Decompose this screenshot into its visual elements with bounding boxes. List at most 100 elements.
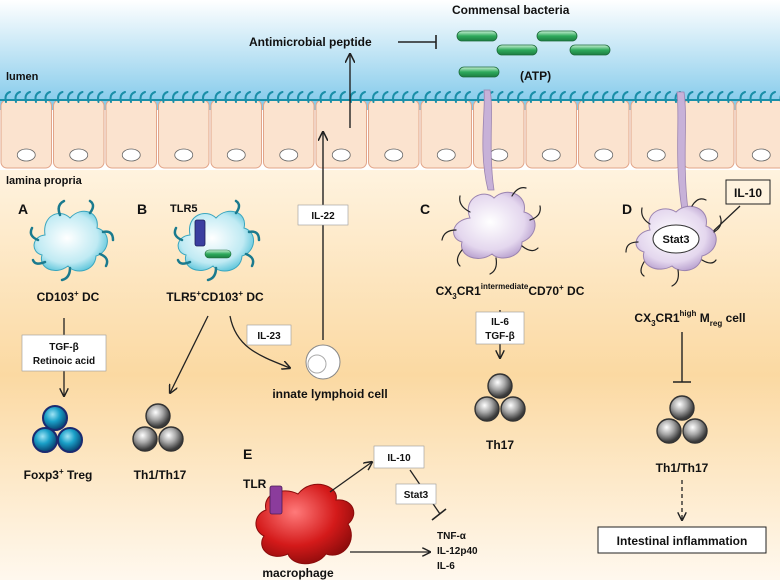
il22-label: IL-22 — [311, 211, 335, 222]
microvilli — [582, 91, 629, 103]
tlr5-cd103-dc-cell — [173, 199, 261, 282]
atp-label: (ATP) — [520, 69, 551, 83]
internalized-bacterium — [204, 249, 232, 259]
th-cell — [669, 395, 695, 421]
innate-lymphoid-cell-label: innate lymphoid cell — [272, 387, 387, 401]
epithelial-nucleus — [331, 148, 351, 162]
microvilli — [687, 91, 734, 103]
epithelial-nucleus — [16, 148, 36, 162]
epithelial-nucleus — [751, 148, 771, 162]
panel-d-il10-label: IL-10 — [734, 186, 762, 200]
panel-d-letter: D — [622, 201, 632, 217]
microvilli — [739, 91, 780, 103]
lumen-label: lumen — [6, 71, 39, 83]
microvilli — [319, 91, 366, 103]
epithelial-nucleus — [279, 148, 299, 162]
panel-e-il12p40: IL-12p40 — [437, 546, 478, 557]
tlr-receptor — [269, 485, 283, 515]
epithelial-nucleus — [121, 148, 141, 162]
microvilli — [57, 91, 104, 103]
panel-d-stat3-label: Stat3 — [663, 234, 690, 246]
epithelial-nucleus — [541, 148, 561, 162]
treg-cell — [42, 405, 68, 431]
epithelial-nucleus — [436, 148, 456, 162]
microvilli — [214, 91, 261, 103]
lumen-region — [0, 0, 780, 110]
panel-b-letter: B — [137, 201, 147, 217]
th-cell — [682, 418, 708, 444]
panel-e-il10-box — [373, 445, 425, 469]
bacterium — [536, 30, 578, 42]
intestinal-inflammation-box — [597, 526, 767, 554]
microvilli — [372, 91, 419, 103]
panel-a-letter: A — [18, 201, 28, 217]
panel-e-stat3-label: Stat3 — [404, 490, 429, 501]
epithelial-nucleus — [226, 148, 246, 162]
tlr5-label: TLR5 — [170, 203, 198, 215]
bacterium — [569, 44, 611, 56]
tlr5-receptor — [194, 219, 206, 247]
microvilli — [162, 91, 209, 103]
epithelial-nucleus — [699, 148, 719, 162]
foxp3-treg-cluster — [32, 405, 83, 453]
th-cell — [132, 426, 158, 452]
panel-c-letter: C — [420, 201, 430, 217]
panel-d-th-cluster — [656, 395, 708, 444]
microvilli — [634, 91, 681, 103]
il23-label: IL-23 — [257, 331, 281, 342]
macrophage-label: macrophage — [262, 566, 334, 580]
epithelial-nucleus — [594, 148, 614, 162]
epithelial-nucleus — [646, 148, 666, 162]
innate-lymphoid-cell — [305, 344, 341, 380]
treg-cell — [57, 427, 83, 453]
cd103-dc-cell — [29, 199, 115, 282]
cd103-dc-label: CD103+ DC — [37, 289, 100, 304]
foxp3-treg-label: Foxp3+ Treg — [24, 467, 93, 482]
cx3cr1-high-mreg-cell — [625, 91, 722, 287]
panel-a-factor-tgfb: TGF-β — [49, 342, 78, 353]
antimicrobial-peptide-label: Antimicrobial peptide — [249, 35, 372, 49]
panel-e-inhibition-bar — [431, 508, 447, 521]
commensal-bacteria-group — [456, 30, 611, 78]
panel-a-factor-retinoic-acid: Retinoic acid — [33, 356, 95, 367]
panel-e-stat3-box — [395, 483, 437, 505]
bacterium — [456, 30, 498, 42]
epithelial-nucleus — [384, 148, 404, 162]
panel-e-tlr-label: TLR — [243, 477, 267, 491]
panel-e-il6: IL-6 — [437, 561, 455, 572]
panel-d-th-label: Th1/Th17 — [656, 461, 709, 475]
panel-e-il10-label: IL-10 — [387, 453, 411, 464]
cx3cr1-intermediate-dc-label: CX3CR1intermediateCD70+ DC — [436, 282, 585, 301]
commensal-bacteria-label: Commensal bacteria — [452, 3, 570, 17]
panel-c-factor-tgfb: TGF-β — [485, 331, 514, 342]
microvilli — [109, 91, 156, 103]
panel-d-il10-box — [725, 179, 771, 205]
panel-c-factor-il6: IL-6 — [491, 317, 509, 328]
il22-box — [297, 204, 349, 226]
tlr5-cd103-dc-label: TLR5+CD103+ DC — [166, 289, 264, 304]
treg-cell — [32, 427, 58, 453]
panel-c-factor-box — [475, 311, 525, 345]
panel-b-th-arrow — [170, 315, 209, 393]
panel-c-th17-cluster — [474, 373, 526, 422]
stat3-nucleus — [652, 224, 700, 254]
lamina-propria-label: lamina propria — [6, 175, 83, 187]
panel-b-th-label: Th1/Th17 — [134, 468, 187, 482]
macrophage-cell — [255, 483, 355, 565]
epithelial-nucleus — [174, 148, 194, 162]
cx3cr1-high-mreg-label: CX3CR1high Mreg cell — [634, 309, 745, 328]
microvilli — [4, 91, 51, 103]
th-cell — [474, 396, 500, 422]
panel-e-letter: E — [243, 446, 252, 462]
microvilli — [424, 91, 471, 103]
th-cell — [500, 396, 526, 422]
panel-a-factor-box — [21, 334, 107, 372]
epithelial-nucleus — [489, 148, 509, 162]
epithelial-nucleus — [69, 148, 89, 162]
panel-e-il10-arrow — [329, 462, 372, 493]
microvilli — [267, 91, 314, 103]
intestinal-inflammation-label: Intestinal inflammation — [617, 534, 748, 548]
th-cell — [487, 373, 513, 399]
